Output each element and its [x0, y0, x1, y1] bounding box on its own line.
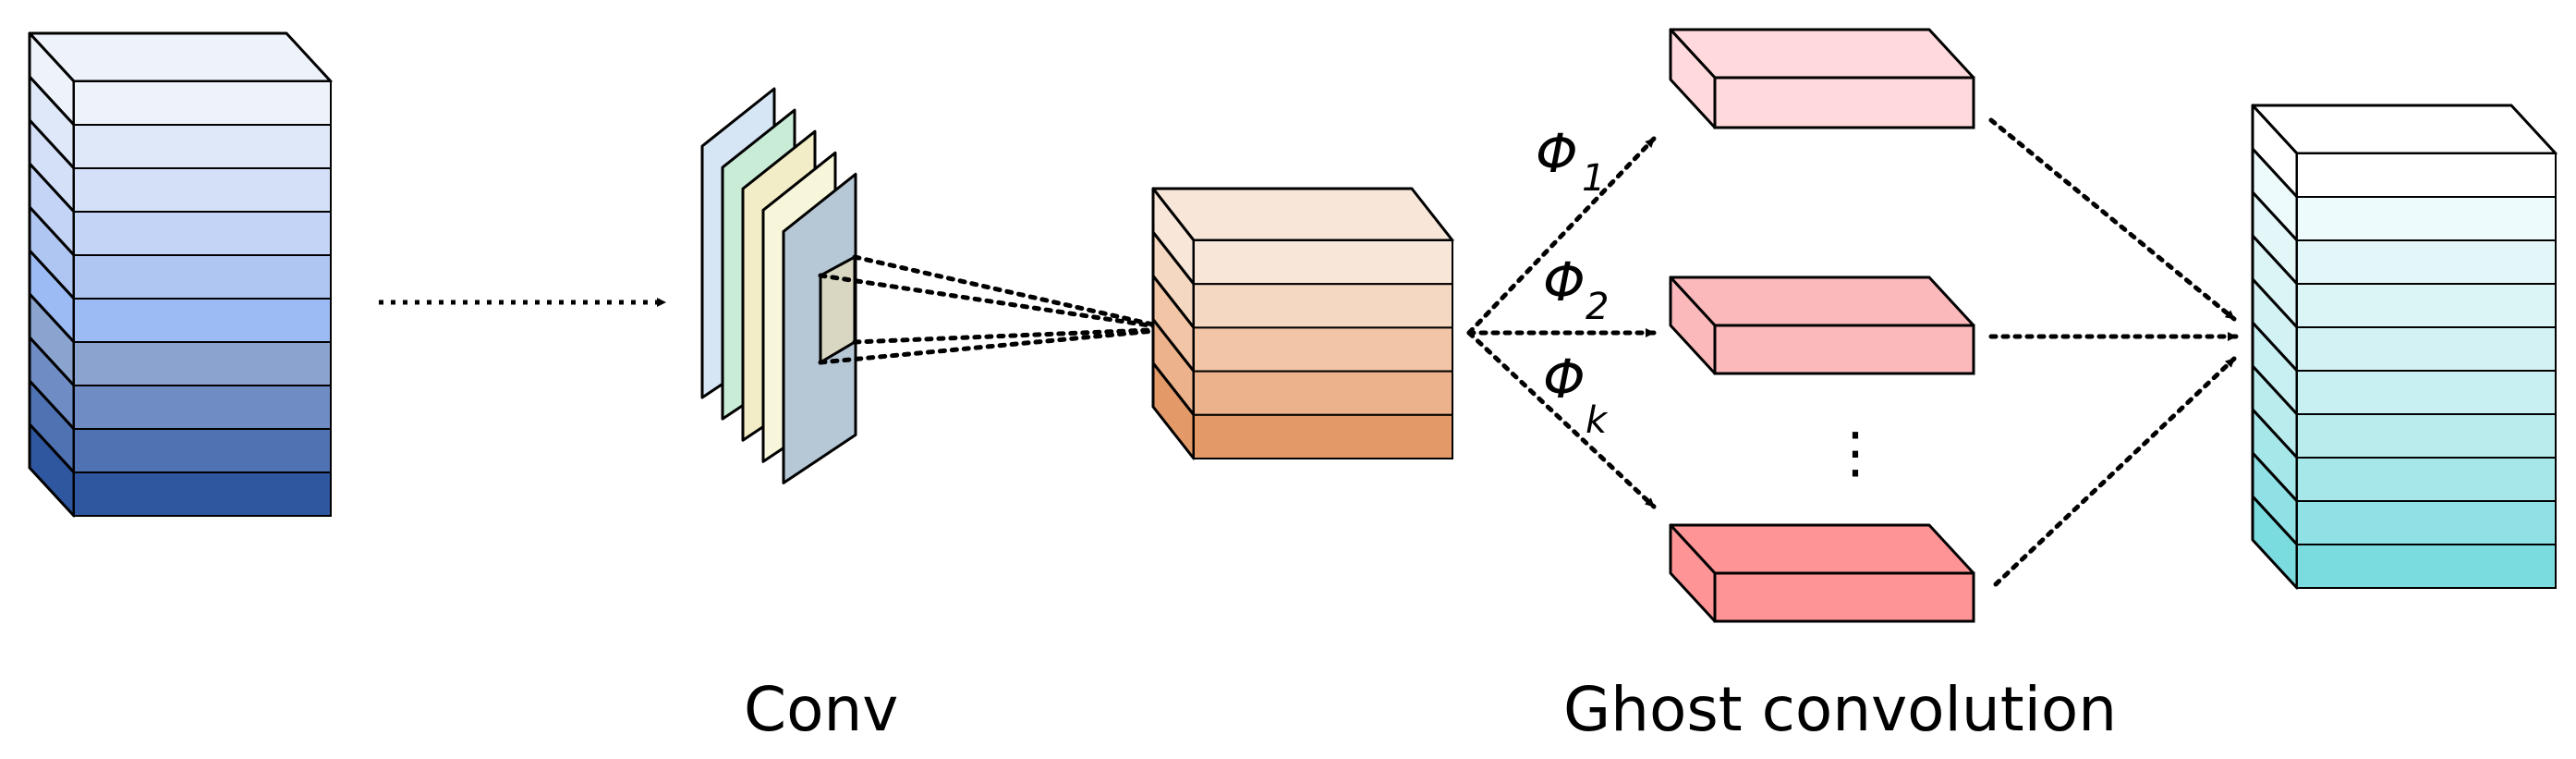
input-map-layer	[73, 254, 332, 300]
phi-label-k: Φ	[1543, 348, 1586, 410]
ghost-block-k-top	[1669, 523, 1975, 575]
merge-arrow-k	[1993, 356, 2237, 587]
input-map-layer	[73, 124, 332, 169]
conv-receptive-patch	[819, 254, 857, 365]
vertical-ellipsis: ⋮	[1828, 421, 1883, 485]
output-map-layer	[2296, 544, 2557, 589]
output-map-layer	[2296, 457, 2557, 502]
input-map-layer	[73, 211, 332, 256]
input-map-layer	[73, 167, 332, 213]
ghost-block-1-top	[1669, 28, 1975, 80]
ghost-block-2-front	[1713, 324, 1975, 375]
output-map-layer	[2296, 326, 2557, 372]
ghost-feature-blocks	[1669, 28, 1975, 623]
conv-projection-lines	[818, 254, 1176, 365]
phi-label-1: Φ	[1536, 122, 1578, 185]
intrinsic-map-layer	[1193, 283, 1453, 329]
conv-kernels	[700, 87, 857, 484]
output-map-layer	[2296, 196, 2557, 241]
intrinsic-map-layer	[1193, 413, 1453, 459]
input-map-layer	[73, 385, 332, 430]
input-map-layer	[73, 80, 332, 126]
ghost-block-2-top	[1669, 275, 1975, 327]
output-map-layer	[2296, 153, 2557, 198]
input-map-layer	[73, 428, 332, 473]
ghost-operation-arrows	[1466, 136, 1657, 509]
input-feature-map	[28, 31, 333, 518]
projection-line	[818, 273, 1176, 332]
intrinsic-map-layer	[1193, 239, 1453, 286]
merge-arrow-1	[1988, 117, 2237, 322]
input-map-top-face	[28, 31, 333, 83]
projection-line	[818, 326, 1176, 365]
input-map-layer	[73, 298, 332, 343]
projection-line	[852, 254, 1176, 332]
conv-caption: Conv	[744, 674, 898, 745]
input-map-layer	[73, 471, 332, 517]
intrinsic-map-layer	[1193, 370, 1453, 416]
output-map-layer	[2296, 239, 2557, 285]
output-map-layer	[2296, 370, 2557, 415]
intrinsic-map-layer	[1193, 326, 1453, 373]
input-map-layer	[73, 341, 332, 386]
output-map-layer	[2296, 413, 2557, 459]
phi-subscript-2: 2	[1586, 286, 1609, 328]
intrinsic-feature-maps	[1151, 187, 1454, 460]
ghost-block-1	[1669, 28, 1975, 129]
phi-subscript-1: 1	[1582, 157, 1605, 200]
phi-1-arrow	[1466, 136, 1657, 336]
phi-label-2: Φ	[1543, 251, 1586, 313]
phi-subscript-k: k	[1586, 399, 1609, 442]
projection-line	[852, 326, 1176, 345]
output-feature-map	[2251, 104, 2558, 590]
output-map-layer	[2296, 500, 2557, 545]
intrinsic-map-top-face	[1151, 187, 1454, 242]
ghost-block-k	[1669, 523, 1975, 623]
output-map-layer	[2296, 283, 2557, 328]
ghost-block-k-front	[1713, 571, 1975, 623]
output-map-top-face	[2251, 104, 2558, 155]
phi-k-arrow	[1466, 330, 1657, 509]
merge-arrows	[1988, 117, 2239, 587]
ghost-block-2	[1669, 275, 1975, 375]
ghost-convolution-caption: Ghost convolution	[1563, 674, 2117, 745]
ghost-block-1-front	[1713, 76, 1975, 129]
